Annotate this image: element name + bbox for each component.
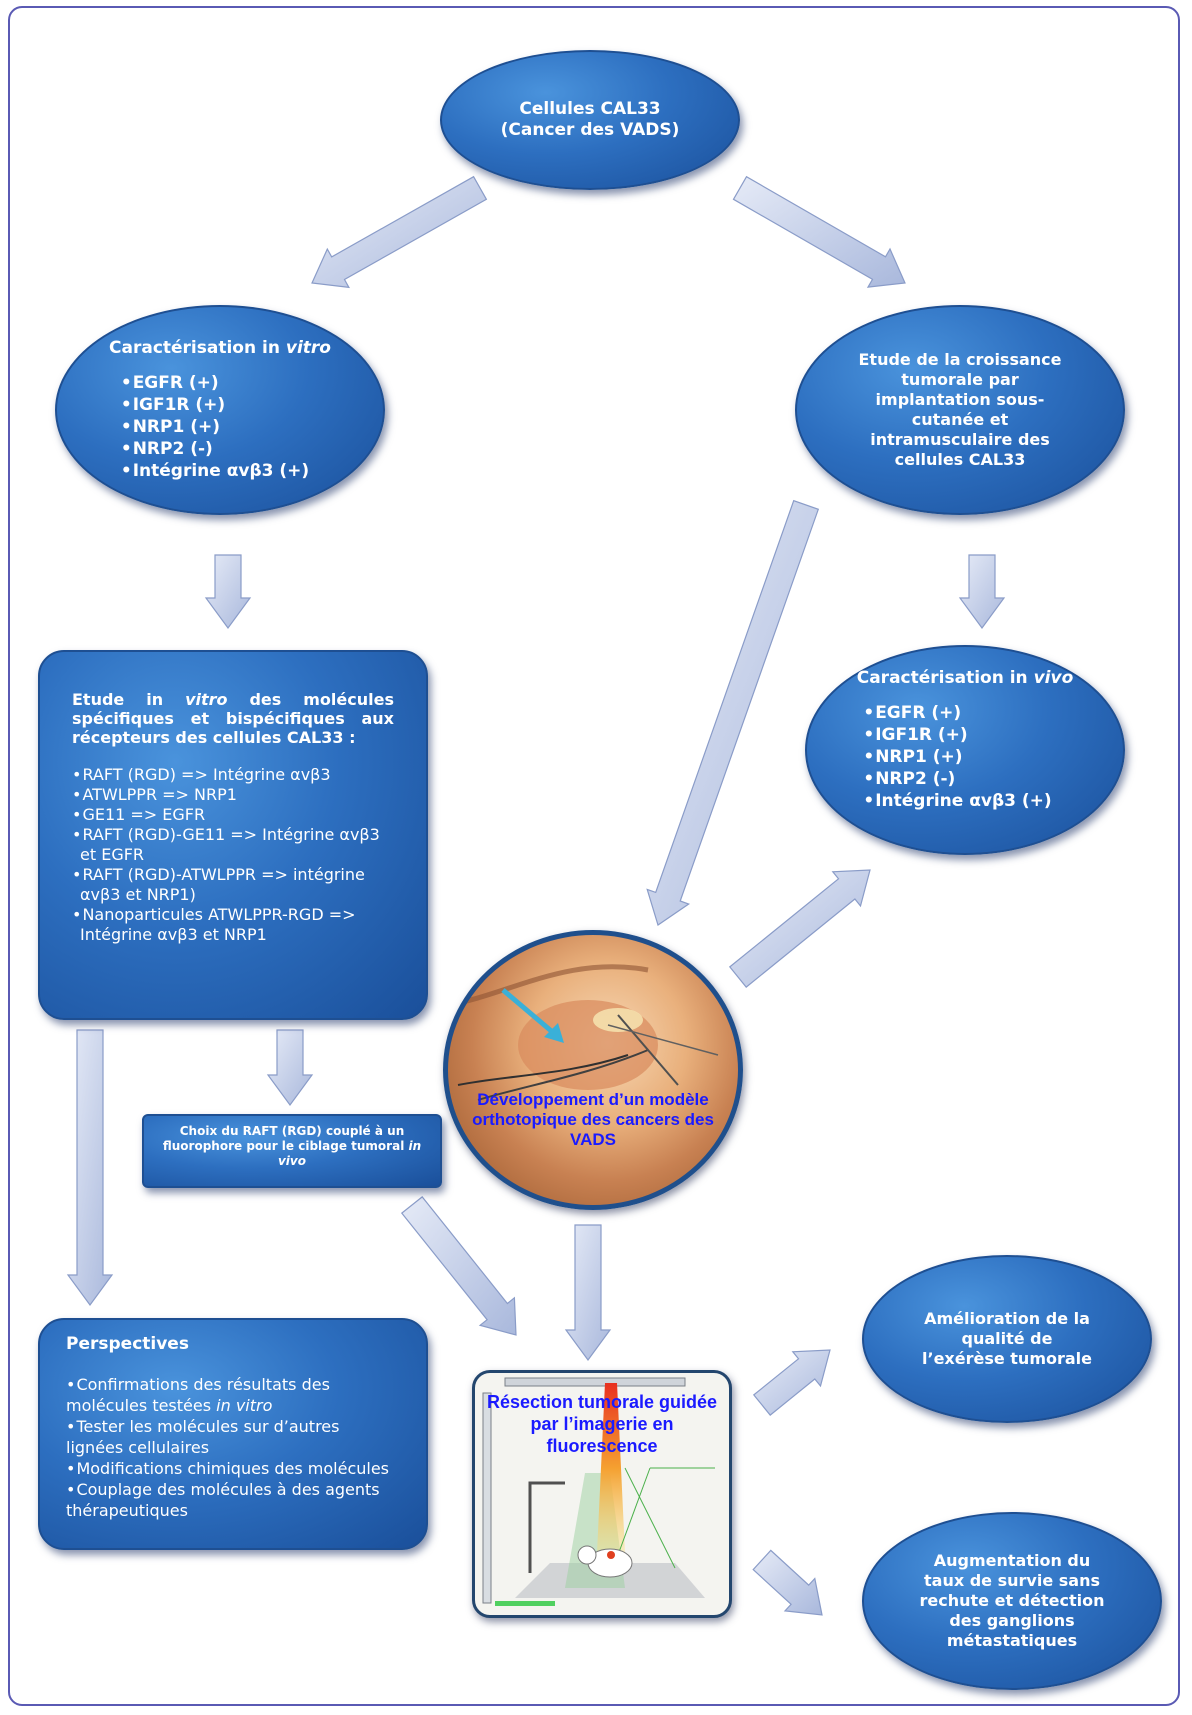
survival-outcome-node: Augmentation du taux de survie sans rech… — [862, 1512, 1162, 1690]
invitro-study-title: Etude in vitro des molécules spécifiques… — [72, 690, 394, 747]
growth-study-node: Etude de la croissance tumorale par impl… — [795, 305, 1125, 515]
perspectives-title: Perspectives — [66, 1334, 189, 1354]
invitro-study-box: Etude in vitro des molécules spécifiques… — [38, 650, 428, 1020]
list-item: GE11 => EGFR — [72, 805, 394, 825]
perspectives-list: Confirmations des résultats des molécule… — [66, 1374, 400, 1521]
growth-text: Etude de la croissance tumorale par impl… — [858, 350, 1062, 469]
arrow-resection-to-quality — [752, 1349, 831, 1416]
model-text: Développement d’un modèle orthotopique d… — [472, 1090, 714, 1149]
list-item: IGF1R (+) — [121, 394, 309, 416]
invivo-characterization-node: Caractérisation in vivo EGFR (+) IGF1R (… — [805, 645, 1125, 855]
perspectives-box: Perspectives Confirmations des résultats… — [38, 1318, 428, 1550]
arrow-study-to-choice — [266, 1029, 314, 1107]
list-item: RAFT (RGD) => Intégrine αvβ3 — [72, 765, 394, 785]
invitro-characterization-node: Caractérisation in vitro EGFR (+) IGF1R … — [55, 305, 385, 515]
arrow-study-to-perspectives — [66, 1029, 114, 1307]
list-item: NRP2 (-) — [121, 438, 309, 460]
list-item: RAFT (RGD)-GE11 => Intégrine αvβ3 et EGF… — [72, 825, 394, 865]
diagram-frame — [8, 6, 1180, 1706]
arrow-cells-to-invitro — [311, 175, 488, 289]
arrow-choice-to-resection — [400, 1196, 517, 1336]
cells-node: Cellules CAL33 (Cancer des VADS) — [440, 50, 740, 190]
resection-text: Résection tumorale guidée par l’imagerie… — [486, 1392, 718, 1456]
list-item: IGF1R (+) — [863, 724, 1051, 746]
list-item: ATWLPPR => NRP1 — [72, 785, 394, 805]
arrow-growth-to-model — [646, 499, 820, 926]
arrow-model-to-resection — [564, 1224, 612, 1362]
quality-outcome-node: Amélioration de la qualité de l’exérèse … — [862, 1255, 1152, 1423]
list-item: NRP1 (+) — [121, 416, 309, 438]
list-item: Confirmations des résultats des molécule… — [66, 1374, 400, 1416]
list-item: Nanoparticules ATWLPPR-RGD => Intégrine … — [72, 905, 394, 945]
list-item: EGFR (+) — [863, 702, 1051, 724]
arrow-model-to-invivo — [728, 869, 871, 988]
invitro-char-title: Caractérisation in vitro — [109, 338, 331, 358]
invivo-char-title: Caractérisation in vivo — [856, 668, 1074, 688]
list-item: Modifications chimiques des molécules — [66, 1458, 400, 1479]
arrow-growth-down — [958, 554, 1006, 630]
list-item: Intégrine αvβ3 (+) — [863, 790, 1051, 812]
orthotopic-model-photo: Développement d’un modèle orthotopique d… — [443, 930, 743, 1210]
resection-imaging-photo: Résection tumorale guidée par l’imagerie… — [472, 1370, 732, 1618]
list-item: NRP2 (-) — [863, 768, 1051, 790]
list-item: Couplage des molécules à des agents thér… — [66, 1479, 400, 1521]
arrow-icon — [501, 988, 558, 1037]
arrow-cells-to-growth — [732, 175, 906, 288]
arrow-invitro-char-down — [204, 554, 252, 630]
list-item: EGFR (+) — [121, 372, 309, 394]
imaging-setup-image — [482, 1377, 715, 1606]
invitro-char-list: EGFR (+) IGF1R (+) NRP1 (+) NRP2 (-) Int… — [121, 372, 309, 482]
list-item: Intégrine αvβ3 (+) — [121, 460, 309, 482]
surgery-image — [448, 964, 719, 1101]
survival-text: Augmentation du taux de survie sans rech… — [919, 1551, 1105, 1650]
invivo-char-list: EGFR (+) IGF1R (+) NRP1 (+) NRP2 (-) Int… — [863, 702, 1051, 812]
list-item: NRP1 (+) — [863, 746, 1051, 768]
cells-line2: (Cancer des VADS) — [500, 120, 680, 140]
choice-box: Choix du RAFT (RGD) couplé à un fluoroph… — [142, 1114, 442, 1188]
arrow-resection-to-survival — [752, 1549, 823, 1616]
invitro-study-list: RAFT (RGD) => Intégrine αvβ3 ATWLPPR => … — [72, 765, 394, 945]
quality-text: Amélioration de la qualité de l’exérèse … — [922, 1309, 1092, 1368]
list-item: RAFT (RGD)-ATWLPPR => intégrine αvβ3 et … — [72, 865, 394, 905]
cells-line1: Cellules CAL33 — [519, 99, 661, 119]
list-item: Tester les molécules sur d’autres lignée… — [66, 1416, 400, 1458]
